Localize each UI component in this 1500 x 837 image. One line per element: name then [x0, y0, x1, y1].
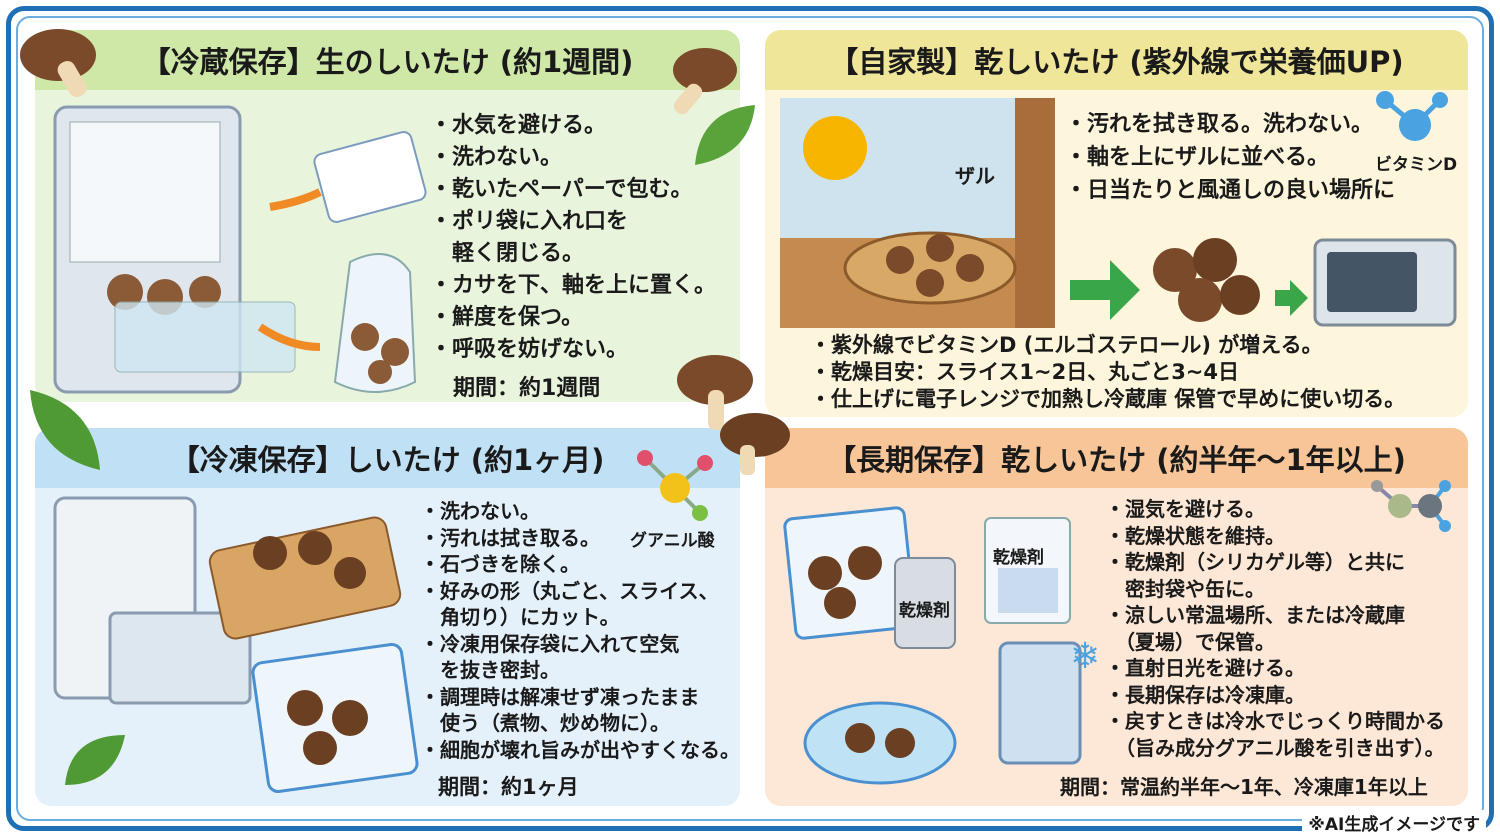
- dried-notes: ・紫外線でビタミンD (エルゴステロール) が増える。 ・乾燥目安：スライス1~…: [810, 332, 1405, 413]
- tip: 軽く閉じる。: [430, 241, 585, 266]
- tip: ・汚れは拭き取る。: [420, 525, 600, 550]
- tip: ・乾いたペーパーで包む。: [430, 177, 693, 202]
- mushroom-icon: [673, 48, 737, 115]
- tip: 使う（煮物、炒め物に）。: [420, 711, 670, 735]
- freezer-tips: ・洗わない。 ・汚れは拭き取る。 ・石づきを除く。 ・好みの形（丸ごと、スライス…: [420, 498, 740, 763]
- tip: ・日当たりと風通しの良い場所に: [1065, 178, 1396, 203]
- tip: ・乾燥剤（シリカゲル等）と共に: [1105, 550, 1405, 574]
- tip: ・呼吸を妨げない。: [430, 337, 629, 362]
- zaru-label: ザル: [955, 164, 995, 188]
- leaf-icon: [695, 105, 755, 165]
- guanylic-acid-label: グアニル酸: [630, 531, 715, 551]
- tip: ・調理時は解凍せず凍ったまま: [420, 684, 700, 709]
- inner-frame: [16, 16, 1484, 821]
- longterm-title: 【長期保存】乾しいたけ (約半年～1年以上): [765, 428, 1468, 488]
- tip: ・石づきを除く。: [420, 552, 580, 576]
- tip: ・洗わない。: [430, 145, 563, 170]
- freezer-panel: 【冷凍保存】しいたけ (約1ヶ月) グアニル酸 ・洗わない。 ・汚れは拭き取る。…: [35, 428, 740, 806]
- tip: ・鮮度を保つ。: [430, 305, 584, 330]
- dried-tips: ・汚れを拭き取る。洗わない。 ・軸を上にザルに並べる。 ・日当たりと風通しの良い…: [1065, 108, 1395, 207]
- freezer-illustration: [53, 496, 419, 793]
- desiccant-label: 乾燥剤: [993, 548, 1044, 568]
- storage-illustration: ❄: [783, 506, 1100, 785]
- tip: ・好みの形（丸ごと、スライス、: [420, 578, 719, 603]
- tip: ・直射日光を避ける。: [1105, 656, 1305, 680]
- outer-frame: [6, 6, 1494, 831]
- tip: ・ポリ袋に入れ口を: [430, 209, 629, 234]
- freezer-period: 期間：約1ヶ月: [438, 775, 579, 799]
- svg-text:❄: ❄: [1070, 636, 1100, 677]
- mushroom-icon: [677, 355, 790, 475]
- dried-mushrooms-microwave-illustration: [1070, 238, 1457, 327]
- tip: ・戻すときは冷水でじっくり時間かる: [1105, 709, 1445, 733]
- ai-generated-note: ※AI生成イメージです: [1302, 810, 1486, 835]
- longterm-tips: ・湿気を避ける。 ・乾燥状態を維持。 ・乾燥剤（シリカゲル等）と共に 密封袋や缶…: [1105, 496, 1445, 761]
- molecule-icon: [1376, 91, 1448, 141]
- fridge-title: 【冷蔵保存】生のしいたけ (約1週間): [35, 30, 740, 90]
- tip: を抜き密封。: [420, 658, 560, 682]
- tip: ・汚れを拭き取る。洗わない。: [1065, 112, 1374, 137]
- tip: （旨み成分グアニル酸を引き出す）。: [1105, 735, 1445, 760]
- longterm-panel: 【長期保存】乾しいたけ (約半年～1年以上) ❄ 乾燥剤 乾燥剤 ・湿気を避ける…: [765, 428, 1468, 806]
- vitamin-d-label: ビタミンD: [1375, 155, 1458, 175]
- fridge-tips: ・水気を避ける。 ・洗わない。 ・乾いたペーパーで包む。 ・ポリ袋に入れ口を 軽…: [430, 110, 716, 366]
- fridge-period: 期間：約1週間: [453, 376, 601, 401]
- dried-title: 【自家製】乾しいたけ (紫外線で栄養価UP): [765, 30, 1468, 90]
- tip: 密封袋や缶に。: [1105, 576, 1265, 601]
- tip: 角切り）にカット。: [420, 605, 620, 629]
- tip: ・乾燥状態を維持。: [1105, 523, 1285, 548]
- mushroom-icon: [20, 29, 96, 98]
- longterm-period: 期間：常温約半年～1年、冷凍庫1年以上: [1060, 775, 1428, 799]
- tip: ・軸を上にザルに並べる。: [1065, 145, 1330, 170]
- tip: ・長期保存は冷凍庫。: [1105, 682, 1305, 707]
- refrigerator-illustration: [53, 105, 427, 394]
- tip: ・洗わない。: [420, 499, 540, 523]
- tip: ・湿気を避ける。: [1105, 497, 1265, 521]
- note: ・乾燥目安：スライス1~2日、丸ごと3~4日: [810, 360, 1240, 384]
- sun-drying-illustration: [780, 98, 1055, 328]
- dried-panel: 【自家製】乾しいたけ (紫外線で栄養価UP) ザル ・汚れを拭き取る。洗わない。…: [765, 30, 1468, 417]
- molecule-icon: [1371, 480, 1451, 532]
- note: ・紫外線でビタミンD (エルゴステロール) が増える。: [810, 333, 1323, 357]
- molecule-icon: [637, 450, 713, 521]
- tip: ・カサを下、軸を上に置く。: [430, 273, 717, 298]
- freezer-title: 【冷凍保存】しいたけ (約1ヶ月): [35, 428, 740, 488]
- note: ・仕上げに電子レンジで加熱し冷蔵庫 保管で早めに使い切る。: [810, 387, 1406, 411]
- tip: ・冷凍用保存袋に入れて空気: [420, 631, 680, 656]
- leaf-icon: [30, 390, 100, 470]
- desiccant-can-label: 乾燥剤: [899, 601, 950, 621]
- tip: ・涼しい常温場所、または冷蔵庫: [1105, 603, 1405, 627]
- tip: ・水気を避ける。: [430, 113, 607, 138]
- tip: （夏場）で保管。: [1105, 629, 1275, 654]
- tip: ・細胞が壊れ旨みが出やすくなる。: [420, 737, 740, 762]
- leaf-icon: [65, 735, 125, 785]
- fridge-panel: 【冷蔵保存】生のしいたけ (約1週間) ・水気を避ける。 ・洗わない。 ・乾いた…: [35, 30, 740, 402]
